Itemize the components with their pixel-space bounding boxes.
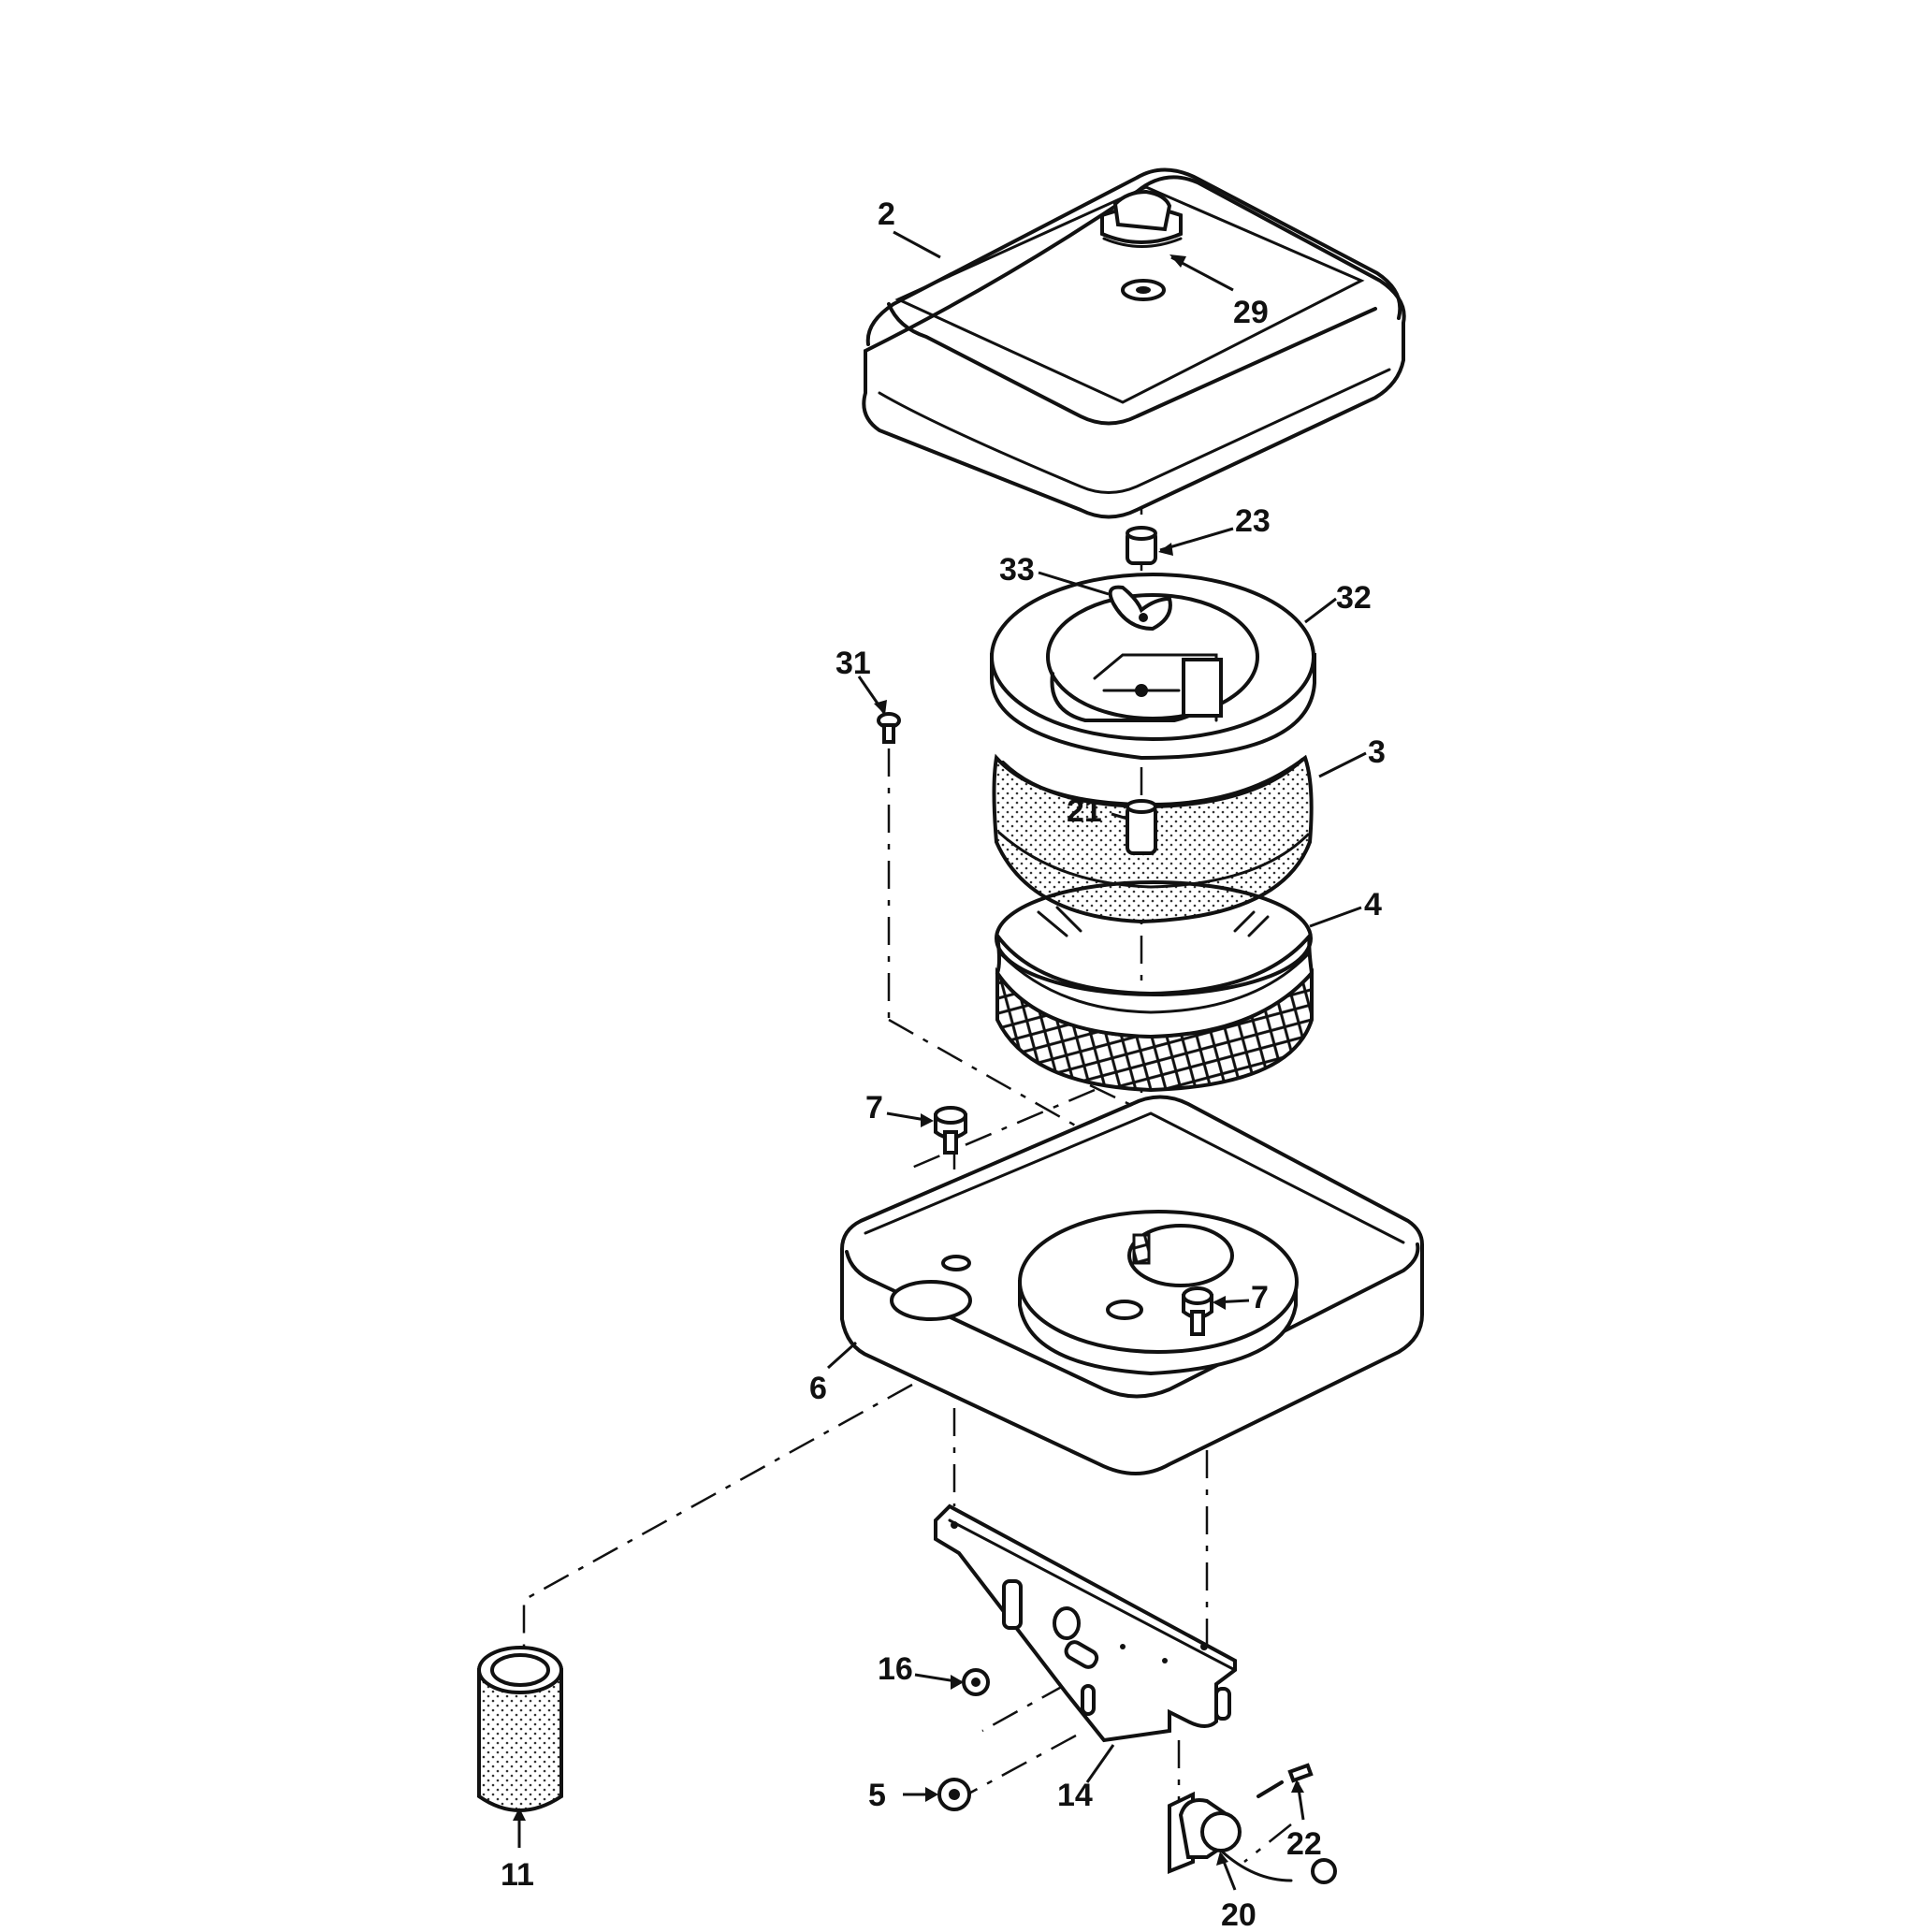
callout-7: 7 [865, 1090, 883, 1126]
pre-cleaner-part-3 [992, 753, 1314, 924]
wing-nut-part-33 [1108, 585, 1172, 632]
callout-23: 23 [1235, 503, 1271, 539]
callout-32: 32 [1336, 580, 1372, 616]
screw-part-31 [877, 712, 901, 744]
sleeve-part-21 [1126, 799, 1157, 855]
callout-labels: 2 29 23 33 32 31 3 21 4 7 7 6 16 14 5 11… [501, 196, 1386, 1932]
cover-part-2 [862, 167, 1406, 519]
bolt-part-7-lower [1182, 1286, 1213, 1336]
callout-22: 22 [1286, 1826, 1322, 1862]
callout-33: 33 [999, 552, 1035, 588]
screw-part-22 [1257, 1763, 1314, 1798]
callout-21: 21 [1067, 793, 1102, 829]
bracket-part-14 [934, 1503, 1237, 1743]
sleeve-part-23 [1126, 526, 1157, 565]
leader-arrows [513, 230, 1367, 1891]
callout-2: 2 [878, 196, 895, 232]
callout-7-lower: 7 [1251, 1280, 1269, 1315]
callout-16: 16 [878, 1651, 913, 1687]
callout-5: 5 [868, 1778, 886, 1813]
callout-6: 6 [809, 1371, 827, 1406]
callout-4: 4 [1364, 887, 1382, 922]
hose-sleeve-part-11 [477, 1646, 563, 1812]
filter-element-part-4 [995, 880, 1315, 1093]
callout-3: 3 [1368, 734, 1386, 770]
callout-31: 31 [835, 646, 871, 681]
bolt-part-7-upper [934, 1106, 967, 1155]
base-part-6 [840, 1095, 1424, 1475]
nut-part-16 [962, 1668, 990, 1696]
wing-knob-part-29 [1100, 189, 1183, 301]
element-cover-ring-part-32 [990, 573, 1316, 761]
nut-part-5 [937, 1778, 971, 1811]
callout-20: 20 [1221, 1897, 1257, 1932]
callout-11: 11 [501, 1857, 534, 1893]
callout-14: 14 [1057, 1778, 1093, 1813]
fitting-part-20 [1168, 1791, 1337, 1884]
callout-29: 29 [1233, 295, 1269, 330]
